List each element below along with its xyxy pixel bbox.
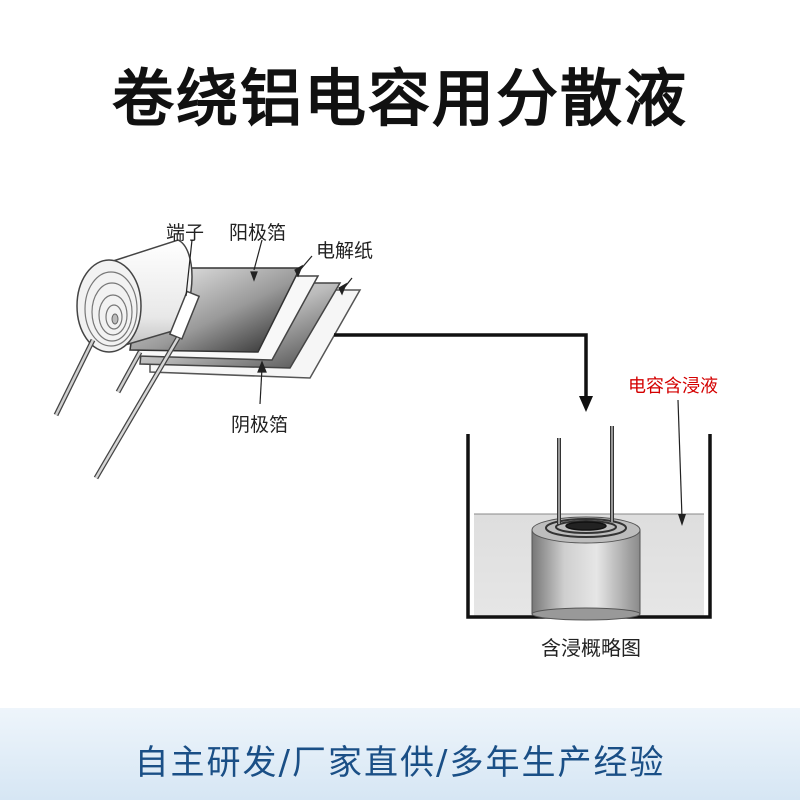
leader-cathode	[259, 367, 263, 405]
leader-anode	[253, 239, 263, 271]
footer-slogan: 自主研发/厂家直供/多年生产经验	[134, 743, 666, 783]
label-terminal: 端子	[166, 222, 205, 244]
leader-paper-2-arrow	[338, 282, 348, 296]
process-arrow	[334, 333, 593, 412]
label-electrolytic-paper: 电解纸	[316, 240, 374, 262]
label-cathode-foil: 阴极箔	[231, 414, 289, 436]
label-impregnation-liquid: 电容含浸液	[628, 376, 718, 397]
leader-liquid-arrow	[678, 514, 686, 526]
terminal-leads	[53, 290, 201, 480]
footer-banner: 自主研发/厂家直供/多年生产经验	[0, 708, 800, 800]
leader-terminal	[185, 239, 193, 297]
impregnation-tank	[466, 399, 712, 621]
leader-paper-1	[299, 255, 313, 271]
leader-liquid	[677, 399, 683, 519]
leader-cathode-arrow	[257, 360, 267, 373]
winding-illustration	[53, 239, 362, 480]
roll-end-spiral	[76, 259, 142, 353]
page-title: 卷绕铝电容用分散液	[111, 62, 688, 135]
impregnation-caption: 含浸概略图	[541, 636, 641, 660]
leader-paper-1-arrow	[294, 264, 304, 278]
label-anode-foil: 阳极箔	[229, 222, 287, 244]
capacitor-cylinder	[531, 529, 641, 615]
leader-anode-arrow	[250, 271, 258, 282]
